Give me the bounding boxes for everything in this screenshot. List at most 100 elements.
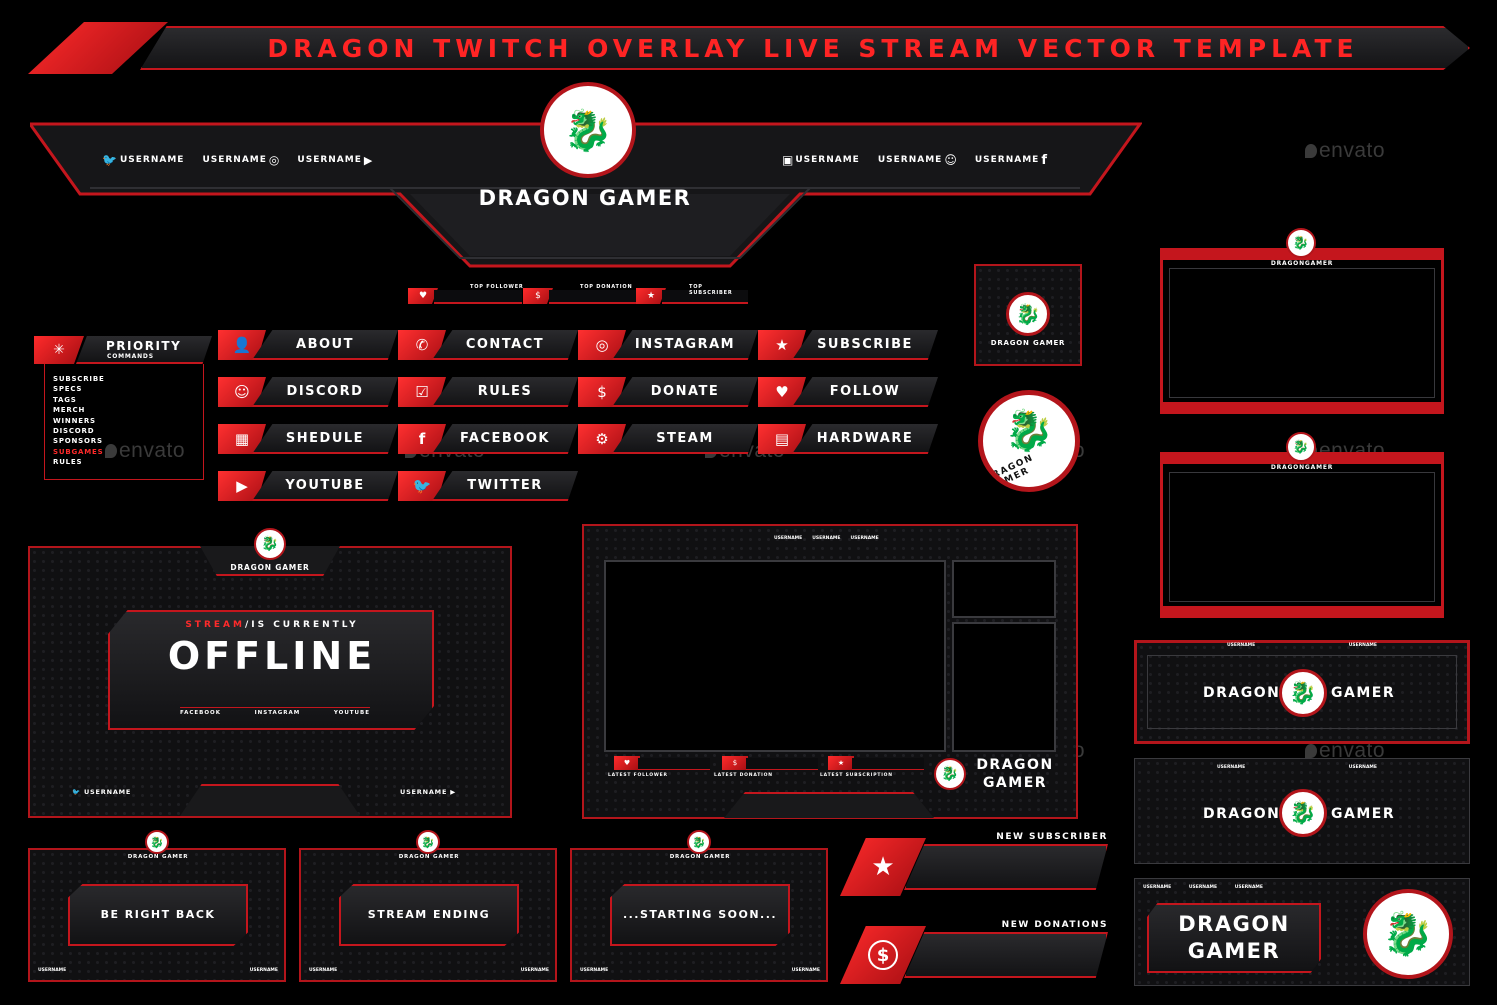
youtube-icon: ▶ — [447, 788, 457, 796]
dragon-logo-icon: 🐉 — [540, 82, 636, 178]
latest-subscription-label: LATEST SUBSCRIPTION — [820, 773, 893, 778]
youtube-icon: ▶ — [363, 153, 373, 167]
stat-box — [852, 758, 924, 770]
alert-new-donations: NEW DONATIONS $ — [840, 918, 1110, 988]
chat-slot — [952, 622, 1056, 752]
title-banner: DRAGON TWITCH OVERLAY LIVE STREAM VECTOR… — [28, 22, 1470, 74]
alert-new-subscriber: NEW SUBSCRIBER ★ — [840, 830, 1110, 900]
social-username: USERNAME — [877, 155, 943, 165]
panel-rules[interactable]: ☑RULES — [398, 377, 578, 407]
brand-line-2: GAMER — [1187, 939, 1281, 963]
panel-hardware[interactable]: ▤HARDWARE — [758, 424, 938, 454]
offline-top-tab — [200, 546, 340, 576]
panel-schedule[interactable]: ▦SHEDULE — [218, 424, 398, 454]
command-item: SPONSORS — [53, 437, 103, 446]
offline-link: YOUTUBE — [333, 710, 370, 716]
instagram-icon: ◎ — [268, 153, 280, 167]
steam-icon: ⚙ — [578, 424, 626, 454]
social-username: USERNAME — [795, 155, 860, 165]
square-logo-box: 🐉 DRAGON GAMER — [974, 264, 1082, 366]
offline-title: OFFLINE — [167, 634, 377, 678]
heart-icon: ♥ — [408, 288, 438, 304]
twitter-icon: 🐦 — [102, 153, 118, 167]
stat-box — [662, 290, 748, 304]
scene-title: STREAM ENDING — [367, 908, 491, 921]
frame-inner-line — [1169, 268, 1435, 398]
facebook-icon: f — [1041, 152, 1047, 168]
banner-name-card — [1147, 903, 1321, 973]
command-item: SPECS — [53, 385, 83, 394]
scene-title: BE RIGHT BACK — [100, 908, 216, 921]
frame-inner-line — [1169, 472, 1435, 602]
bug-icon: ✳ — [53, 342, 65, 358]
panel-instagram[interactable]: ◎INSTAGRAM — [578, 330, 758, 360]
banner-brand-right: GAMER — [1331, 685, 1396, 701]
webcam-frame-2 — [1160, 452, 1444, 618]
dollar-icon: $ — [523, 288, 553, 304]
panel-subscribe[interactable]: ★SUBSCRIBE — [758, 330, 938, 360]
game-capture-area — [604, 560, 946, 752]
priority-list: SUBSCRIBE SPECS TAGS MERCH WINNERS DISCO… — [44, 364, 204, 480]
panel-twitter[interactable]: 🐦TWITTER — [398, 471, 578, 501]
scene-brand: DRAGON GAMER — [127, 854, 189, 860]
social-username: USERNAME — [774, 536, 803, 541]
scene-brand: DRAGON GAMER — [398, 854, 460, 860]
gameplay-bottom-tab — [724, 792, 934, 818]
top-subscriber-label: TOP SUBSCRIBER — [689, 284, 733, 296]
social-username: USERNAME — [297, 155, 362, 165]
command-item: TAGS — [53, 395, 77, 404]
panel-about[interactable]: 👤ABOUT — [218, 330, 398, 360]
dragon-logo-icon: 🐉 — [934, 758, 966, 790]
command-item: MERCH — [53, 406, 86, 415]
header-social-list: 🐦USERNAME USERNAME◎ USERNAME▶ — [102, 152, 402, 168]
dragon-logo-icon: 🐉 — [1363, 889, 1453, 979]
brand-line-1: DRAGON — [1178, 912, 1290, 936]
scene-card — [610, 884, 790, 946]
dragon-logo-icon: 🐉 — [145, 830, 169, 854]
webcam-frame-1 — [1160, 248, 1444, 414]
command-item-highlighted: SUBGAMES — [53, 447, 104, 456]
panel-donate[interactable]: $DONATE — [578, 377, 758, 407]
square-brand: DRAGON GAMER — [990, 339, 1066, 347]
stat-box — [746, 758, 818, 770]
banner-brand-left: DRAGON — [1203, 685, 1281, 701]
panel-discord[interactable]: ☺DISCORD — [218, 377, 398, 407]
offline-youtube-user: USERNAME ▶ — [400, 788, 457, 796]
priority-title: PRIORITY — [106, 339, 182, 353]
dragon-logo-icon: 🐉 — [1286, 432, 1316, 462]
brand-line-2: GAMER — [982, 775, 1048, 791]
discord-icon: ☺ — [944, 153, 957, 167]
social-username: USERNAME — [202, 155, 267, 165]
star-icon: ★ — [871, 852, 895, 882]
twitch-icon: ▣ — [782, 153, 794, 167]
offline-brand: DRAGON GAMER — [230, 563, 310, 572]
panel-contact[interactable]: ✆CONTACT — [398, 330, 578, 360]
dragon-logo-icon: 🐉 — [687, 830, 711, 854]
frame-brand: DRAGONGAMER — [1270, 260, 1334, 267]
offline-link: FACEBOOK — [180, 710, 221, 716]
priority-icon-box: ✳ — [34, 336, 84, 364]
latest-follower-label: LATEST FOLLOWER — [608, 773, 668, 778]
heart-icon: ♥ — [614, 756, 640, 770]
panel-steam[interactable]: ⚙STEAM — [578, 424, 758, 454]
panel-youtube[interactable]: ▶YOUTUBE — [218, 471, 398, 501]
page-title: DRAGON TWITCH OVERLAY LIVE STREAM VECTOR… — [267, 33, 1359, 63]
gameplay-social-row: USERNAME USERNAME USERNAME — [774, 536, 914, 541]
scene-title: ...STARTING SOON... — [622, 908, 778, 921]
title-bar — [140, 26, 1470, 70]
dragon-logo-icon: 🐉 — [1286, 228, 1316, 258]
offline-link: INSTAGRAM — [254, 710, 301, 716]
panel-follow[interactable]: ♥FOLLOW — [758, 377, 938, 407]
dragon-logo-icon: 🐉 — [1279, 789, 1327, 837]
header-frame — [30, 122, 1142, 268]
banner-brand-left: DRAGON — [1203, 806, 1281, 822]
gameplay-overlay: USERNAME USERNAME USERNAME ♥ LATEST FOLL… — [582, 524, 1078, 819]
command-item: WINNERS — [53, 416, 96, 425]
header-overlay: 🐉 DRAGON GAMER 🐦USERNAME USERNAME◎ USERN… — [30, 82, 1142, 268]
social-username: USERNAME — [119, 155, 185, 165]
